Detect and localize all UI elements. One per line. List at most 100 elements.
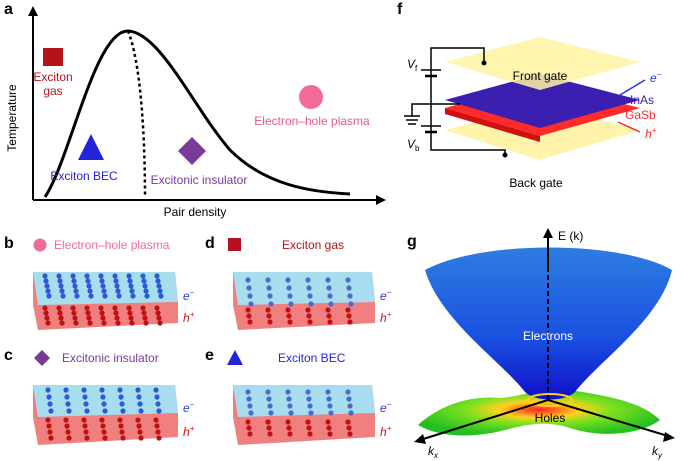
- electron-dot: [328, 410, 334, 416]
- energy-axis-arrow: [543, 228, 553, 238]
- electron-dot: [138, 408, 144, 414]
- d-electron-label: e−: [380, 288, 392, 303]
- back-gate-contact: [502, 152, 508, 158]
- hole-dot: [129, 320, 135, 326]
- electron-dot: [143, 288, 149, 294]
- electron-dot: [325, 389, 331, 395]
- b-particles: [42, 273, 164, 326]
- ground-wire: [411, 103, 431, 116]
- electron-dot: [348, 301, 354, 307]
- hole-dot: [59, 320, 65, 326]
- electron-dot: [306, 285, 312, 291]
- hole-dot: [155, 429, 161, 435]
- hole-dot: [117, 417, 123, 423]
- eh-plasma-circle-icon: [299, 85, 323, 109]
- electron-dot: [46, 293, 52, 299]
- hole-dot: [246, 425, 252, 431]
- exciton-bec-label: Exciton BEC: [50, 169, 118, 183]
- d-particles: [245, 277, 354, 325]
- electron-dot: [155, 278, 161, 284]
- hole-dot: [153, 417, 159, 423]
- hole-dot: [128, 315, 134, 321]
- electron-dot: [287, 403, 293, 409]
- e-pointer-line: [619, 79, 646, 96]
- excitonic-insulator-diamond-icon: [178, 137, 206, 165]
- electron-dot: [128, 283, 134, 289]
- c-title: Excitonic insulator: [62, 351, 159, 365]
- electron-dot: [140, 273, 146, 279]
- electron-dot: [60, 293, 66, 299]
- back-gate-label: Back gate: [509, 176, 563, 190]
- hole-dot: [136, 423, 142, 429]
- hole-dot: [156, 435, 162, 441]
- electron-dot: [57, 278, 63, 284]
- electron-dot: [135, 387, 141, 393]
- hole-dot: [99, 310, 105, 316]
- f-electron-label: e−: [650, 70, 662, 85]
- hole-dot: [44, 315, 50, 321]
- hole-dot: [138, 435, 144, 441]
- e-title: Exciton BEC: [278, 351, 346, 365]
- electron-dot: [326, 396, 332, 402]
- hole-dot: [325, 307, 331, 313]
- electron-dot: [72, 283, 78, 289]
- panel-b: b Electron–hole plasma e− h+: [4, 235, 195, 330]
- electron-dot: [113, 278, 119, 284]
- electron-dot: [101, 401, 107, 407]
- electron-dot: [43, 278, 49, 284]
- f-hole-label: h+: [645, 126, 657, 141]
- electron-dot: [286, 396, 292, 402]
- electron-dot: [117, 387, 123, 393]
- b-hole-label: h+: [183, 310, 195, 325]
- hole-dot: [119, 429, 125, 435]
- b-title: Electron–hole plasma: [54, 238, 170, 252]
- electron-dot: [347, 293, 353, 299]
- hole-dot: [48, 435, 54, 441]
- energy-axis-label: E (k): [558, 229, 583, 243]
- electron-dot: [114, 283, 120, 289]
- hole-dot: [143, 320, 149, 326]
- electron-dot: [136, 394, 142, 400]
- hole-dot: [286, 313, 292, 319]
- electron-dot: [65, 401, 71, 407]
- electron-dot: [154, 273, 160, 279]
- c-particles: [45, 387, 162, 441]
- hole-dot: [46, 423, 52, 429]
- electron-dot: [153, 387, 159, 393]
- electron-dot: [141, 278, 147, 284]
- inas-layer: [445, 74, 640, 128]
- electron-dot: [87, 288, 93, 294]
- hole-dot: [265, 419, 271, 425]
- electron-dot: [348, 410, 354, 416]
- electron-dot: [306, 396, 312, 402]
- panel-g: g E (k) Electrons Holes kx ky: [407, 228, 675, 460]
- electron-dot: [119, 401, 125, 407]
- electron-dot: [44, 283, 50, 289]
- electron-dot: [267, 293, 273, 299]
- electron-dot: [100, 283, 106, 289]
- c-electron-label: e−: [183, 400, 195, 415]
- hole-dot: [65, 429, 71, 435]
- electron-dot: [73, 288, 79, 294]
- hole-dot: [84, 305, 90, 311]
- hole-dot: [57, 310, 63, 316]
- hole-dot: [306, 313, 312, 319]
- electron-dot: [287, 293, 293, 299]
- electron-dot: [144, 293, 150, 299]
- hole-dot: [307, 319, 313, 325]
- electron-dot: [327, 293, 333, 299]
- electron-dot: [156, 408, 162, 414]
- electron-dot: [88, 293, 94, 299]
- e-electron-label: e−: [380, 400, 392, 415]
- holes-label: Holes: [535, 411, 566, 425]
- electron-dot: [154, 394, 160, 400]
- panel-letter-b: b: [4, 235, 14, 252]
- panel-f: f Front gate Back gate Vf Vb e− InAs GaS…: [397, 1, 662, 190]
- electron-dot: [265, 277, 271, 283]
- electron-dot: [46, 394, 52, 400]
- electron-dot: [84, 408, 90, 414]
- hole-dot: [265, 307, 271, 313]
- hole-dot: [155, 310, 161, 316]
- electron-dot: [346, 285, 352, 291]
- y-axis-arrow: [28, 6, 38, 16]
